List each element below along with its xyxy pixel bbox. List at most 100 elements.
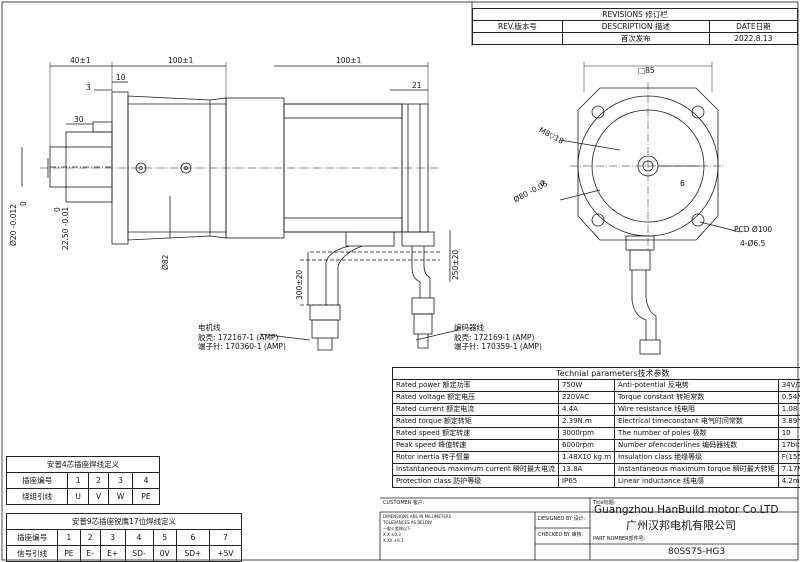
encoder-cable-note: 编码器线 胶壳: 172169-1 (AMP) 端子针: 170359-1 (A… <box>454 324 542 351</box>
conn4-pin: 2 <box>88 472 110 489</box>
param-cell: Protection class 防护等级 <box>392 475 559 488</box>
dim-22-zero: 0 <box>53 207 62 212</box>
param-cell: Rated current 额定电流 <box>392 403 559 416</box>
conn9-signal: SD+ <box>175 545 210 562</box>
params-title: Technial parameters技术参数 <box>392 367 800 380</box>
tolerance-notes: DIMENSIONS ARE IN MILLIMETERS TOLERANCES… <box>383 515 451 543</box>
conn9-pin: 1 <box>57 529 81 546</box>
conn4-signal: V <box>88 488 110 505</box>
param-cell: 3.89ms <box>777 415 800 428</box>
dim-21: 21 <box>412 81 422 90</box>
param-cell: Peak speed 峰值转速 <box>392 439 559 452</box>
param-cell: 4.4A <box>557 403 616 416</box>
param-cell: 0.54N.m/A <box>777 391 800 404</box>
revisions-table: REVISIONS 修订栏 REV.版本号 DESCRIPTION 描述 DAT… <box>472 8 799 45</box>
param-cell: 17bit <box>777 439 800 452</box>
param-cell: Rated voltage 额定电压 <box>392 391 559 404</box>
conn4-label-signal: 绕组引线 <box>5 488 69 505</box>
encoder-cable-plug <box>411 297 435 315</box>
param-cell: The number of poles 极数 <box>614 427 779 440</box>
dim-square-85: □85 <box>638 66 655 75</box>
title-label: Title标题: <box>593 500 616 506</box>
param-cell: Linear inductance 线电感 <box>614 475 779 488</box>
param-cell: Rated speed 额定转速 <box>392 427 559 440</box>
date-header: DATE日期 <box>708 20 799 33</box>
dim-100-right: 100±1 <box>336 56 362 65</box>
note-2: 一般公差按以下 <box>383 526 411 531</box>
rev-value <box>472 32 563 45</box>
param-cell: Instantaneous maximum torque 瞬时最大转矩 <box>614 463 779 476</box>
conn9-label-signal: 信号引线 <box>5 545 59 562</box>
company-cn: 广州汉邦电机有限公司 <box>626 519 736 532</box>
param-cell: Wire resistance 线电阻 <box>614 403 779 416</box>
note-0: DIMENSIONS ARE IN MILLIMETERS <box>383 514 452 519</box>
description-value: 首次发布 <box>561 32 710 45</box>
encoder-cable-housing: 胶壳: 172169-1 (AMP) <box>454 332 535 342</box>
conn9-pin: 7 <box>208 529 243 546</box>
param-cell: 7.17N.m <box>777 463 800 476</box>
conn9-signal: +5V <box>208 545 243 562</box>
conn9-signal: PE <box>57 545 81 562</box>
param-cell: 3000rpm <box>557 427 616 440</box>
param-cell: 13.8A <box>557 463 616 476</box>
param-cell: 34V/1000rpm <box>777 379 800 392</box>
param-cell: Instantaneous maximum current 瞬时最大电流 <box>392 463 559 476</box>
param-cell: 1.08 Ωhms <box>777 403 800 416</box>
conn9-signal: E+ <box>99 545 126 562</box>
param-cell: 6000rpm <box>557 439 616 452</box>
param-cell: Anti-potential 反电势 <box>614 379 779 392</box>
rev-header: REV.版本号 <box>472 20 563 33</box>
dim-40: 40±1 <box>70 56 91 65</box>
conn9-title: 安普9芯插座锐鹰17位焊线定义 <box>6 513 242 530</box>
designed-label: DESIGNED BY 设计: <box>538 516 586 522</box>
conn9-signal: SD- <box>124 545 154 562</box>
conn9-pin: 4 <box>124 529 154 546</box>
note-4: X.XX ±0.1 <box>383 538 404 543</box>
dim-holes: 4-Ø6.5 <box>740 239 766 248</box>
conn9-pin: 2 <box>79 529 101 546</box>
note-3: X.X ±0.3 <box>383 532 401 537</box>
motor-front-view <box>559 62 741 355</box>
param-cell: Insulation class 绝缘等级 <box>614 451 779 464</box>
param-cell: Number ofencoderlines 编码器线数 <box>614 439 779 452</box>
dim-cable-300: 300±20 <box>295 269 304 300</box>
conn9-pin: 3 <box>99 529 126 546</box>
motor-cable-housing: 胶壳: 172167-1 (AMP) <box>198 332 279 342</box>
checked-label: CHECKED BY 审核: <box>538 532 584 538</box>
param-cell: 220VAC <box>557 391 616 404</box>
param-cell: 750W <box>557 379 616 392</box>
conn4-pin: 3 <box>108 472 134 489</box>
param-cell: Rated torque 额定转矩 <box>392 415 559 428</box>
param-cell: Torque constant 转矩常数 <box>614 391 779 404</box>
parameters-table: Technial parameters技术参数 Rated power 额定功率… <box>392 367 800 488</box>
conn4-label-pin: 插座编号 <box>5 472 69 489</box>
motor-cable-terminal: 端子针: 170360-1 (AMP) <box>198 342 286 351</box>
dim-pcd: PCD Ø100 <box>734 225 773 234</box>
conn9-signal: E- <box>79 545 101 562</box>
param-cell: 4.2mH <box>777 475 800 488</box>
date-value: 2022.8.13 <box>708 32 799 45</box>
conn4-title: 安普4芯插座焊线定义 <box>6 456 160 473</box>
revisions-title: REVISIONS 修订栏 <box>472 8 798 21</box>
conn4-signal: W <box>108 488 134 505</box>
conn4-signal: U <box>67 488 90 505</box>
param-cell: 10 <box>777 427 800 440</box>
conn9-pin: 5 <box>152 529 177 546</box>
conn9-signal: 0V <box>152 545 177 562</box>
dim-cable-250: 250±20 <box>451 249 460 280</box>
dim-10: 10 <box>116 73 126 82</box>
param-cell: F(155℃) <box>777 451 800 464</box>
conn4-pin: 4 <box>132 472 160 489</box>
dim-body-dia: Ø82 <box>161 254 170 270</box>
